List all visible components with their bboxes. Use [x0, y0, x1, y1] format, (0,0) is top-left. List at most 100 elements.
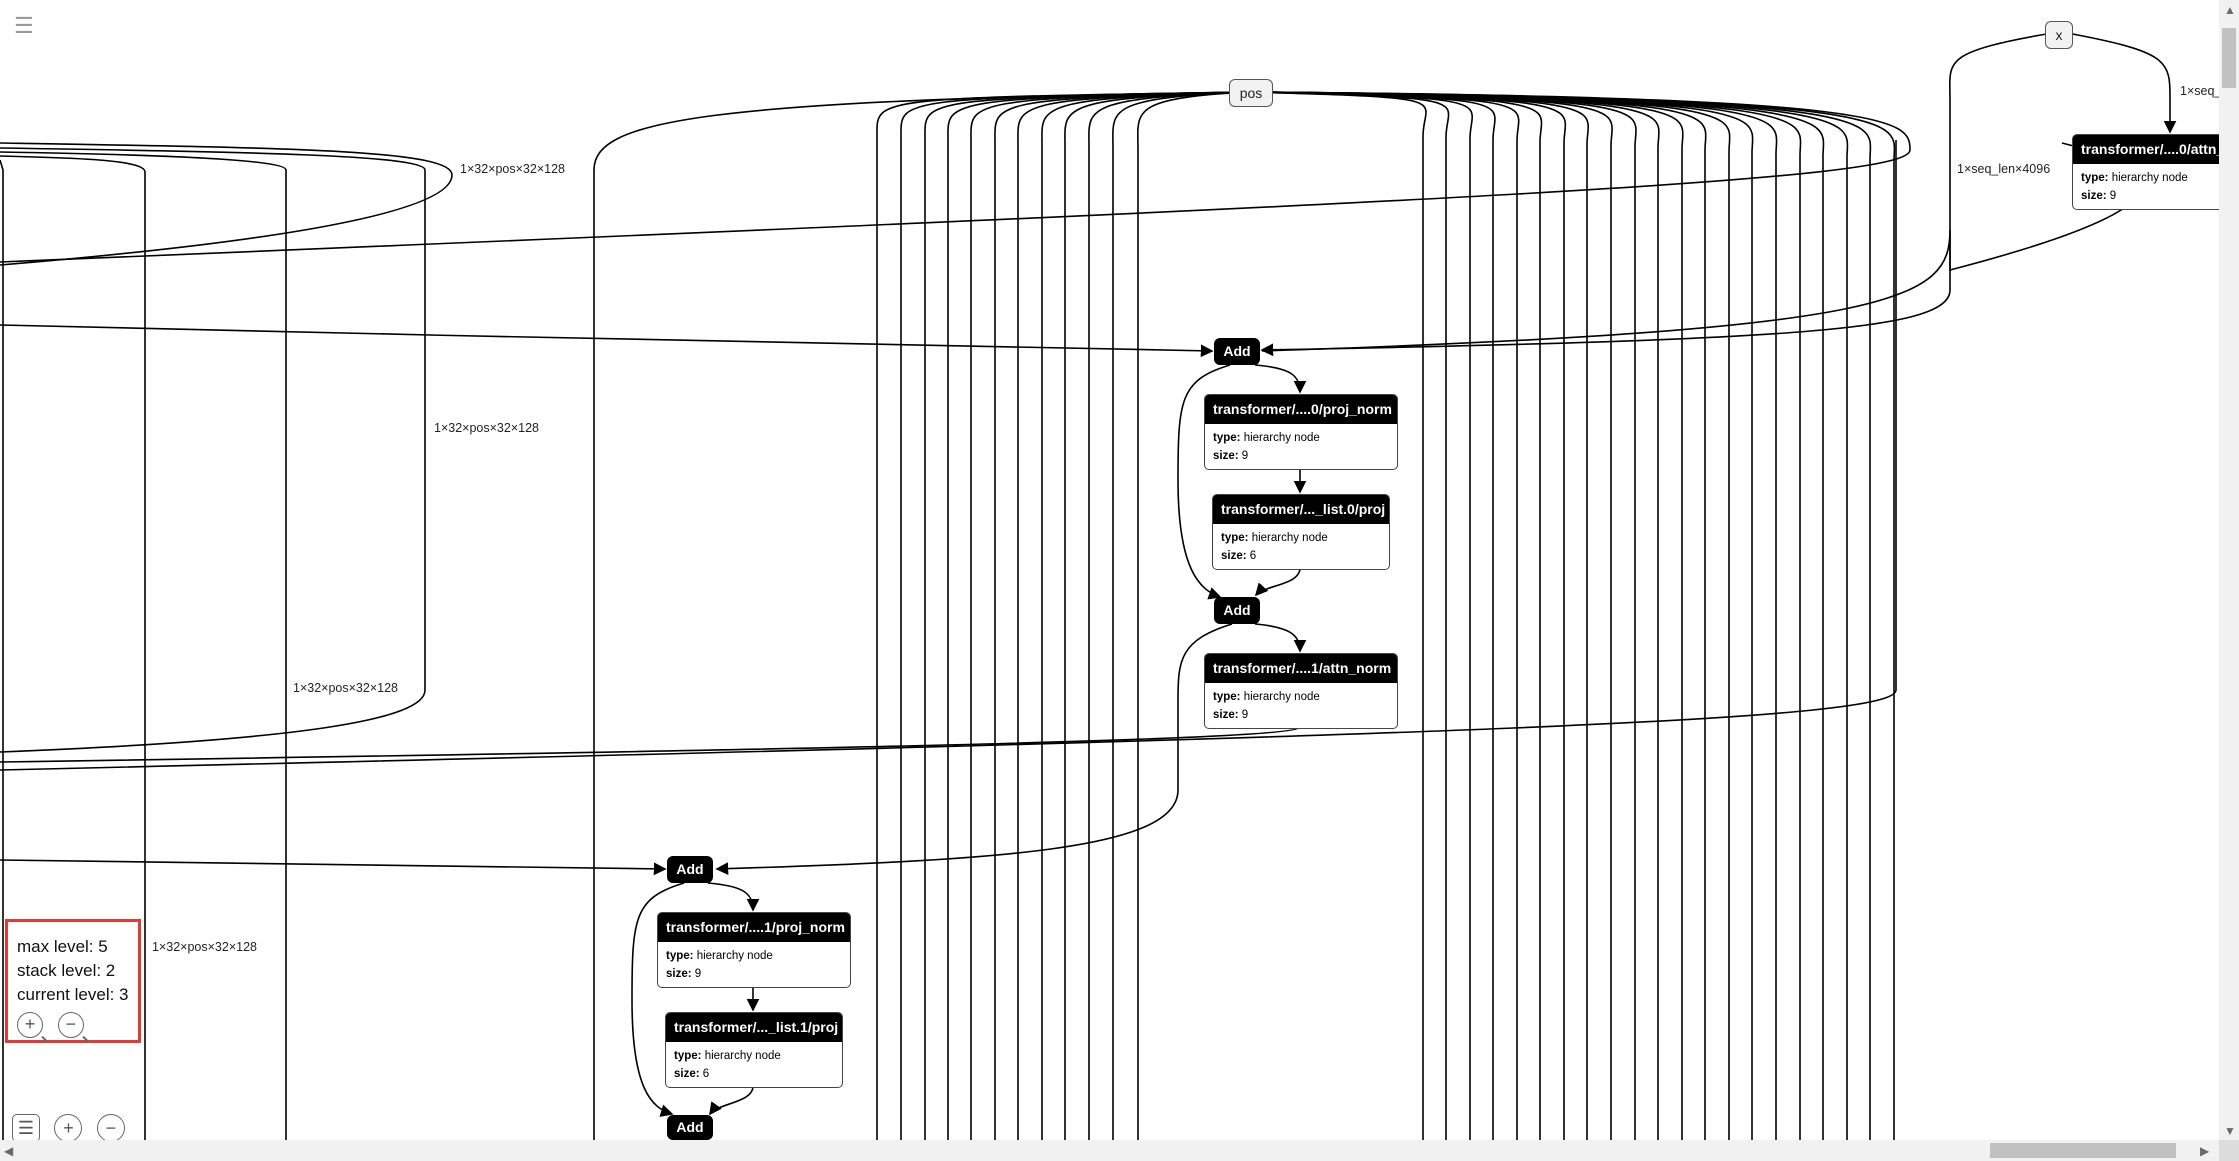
level-expand-zoom-in-icon[interactable]: +: [17, 1012, 43, 1038]
node-title: transformer/....1/proj_norm: [658, 913, 850, 942]
edge-add1-to-projnorm0: [1254, 364, 1307, 394]
hierarchy-node-proj-norm-1[interactable]: transformer/....1/proj_norm type: hierar…: [657, 912, 851, 988]
edge-pos-fanout: [1249, 91, 1496, 1140]
edge-pos-fanout: [1249, 91, 1613, 1140]
horizontal-scrollbar[interactable]: ◀ ▶: [0, 1140, 2219, 1161]
add-op-node-2[interactable]: Add: [1214, 597, 1260, 624]
edge-add3-to-add4: [631, 882, 685, 1117]
edge-left-curve: [0, 142, 453, 266]
edge-left-curve: [0, 159, 4, 1140]
edge-proj0-to-add2: [1254, 567, 1301, 597]
edge-pos-fanout: [1112, 91, 1251, 1140]
size-value: 9: [2109, 190, 2117, 202]
zoom-out-icon[interactable]: −: [96, 1114, 125, 1142]
edge-pos-long: [0, 91, 1911, 263]
add-op-node-3[interactable]: Add: [667, 856, 713, 883]
edge-add3-to-projnorm1: [707, 882, 760, 912]
input-x-label: x: [2055, 27, 2063, 43]
type-label: type:: [674, 1050, 702, 1062]
type-value: hierarchy node: [1251, 532, 1328, 544]
type-label: type:: [1213, 432, 1241, 444]
horizontal-scroll-thumb[interactable]: [1990, 1143, 2176, 1158]
edge-label: 1×seq_: [2180, 84, 2222, 98]
edge-left-curve: [0, 147, 426, 753]
edge-pos-long: [0, 140, 1897, 771]
input-node-pos[interactable]: pos: [1229, 79, 1273, 107]
scroll-down-arrow-icon[interactable]: ▼: [2224, 1124, 2236, 1138]
type-value: hierarchy node: [704, 1050, 781, 1062]
hierarchy-node-attn-norm-1[interactable]: transformer/....1/attn_norm type: hierar…: [1204, 653, 1398, 729]
hamburger-menu-icon[interactable]: ☰: [14, 13, 34, 38]
scroll-right-arrow-icon[interactable]: ▶: [2200, 1144, 2210, 1158]
edge-pos-fanout: [1249, 91, 1567, 1140]
node-title: transformer/..._list.0/proj: [1213, 495, 1389, 524]
hierarchy-node-proj-1[interactable]: transformer/..._list.1/proj type: hierar…: [665, 1012, 843, 1088]
type-value: hierarchy node: [1243, 432, 1320, 444]
list-icon[interactable]: ☰: [12, 1114, 40, 1142]
edge-pos-fanout: [1249, 91, 1427, 1140]
type-value: hierarchy node: [1243, 691, 1320, 703]
stack-level-text: stack level: 2: [17, 961, 116, 980]
edge-into-add-3: [0, 859, 667, 876]
input-node-x[interactable]: x: [2045, 21, 2073, 49]
edge-pos-fanout: [593, 91, 1251, 1140]
edge-pos-fanout: [1137, 91, 1251, 1140]
node-title: transformer/....0/attn_: [2073, 135, 2233, 164]
add-op-node-1[interactable]: Add: [1214, 338, 1260, 365]
size-label: size:: [674, 1068, 700, 1080]
size-label: size:: [1213, 709, 1239, 721]
vertical-scroll-thumb[interactable]: [2222, 28, 2236, 88]
edge-pos-fanout: [1249, 91, 1520, 1140]
size-value: 6: [702, 1068, 710, 1080]
type-label: type:: [666, 950, 694, 962]
edge-x-to-add-1: [1260, 31, 2059, 357]
vertical-scrollbar[interactable]: ▲ ▼: [2219, 0, 2239, 1140]
hierarchy-node-proj-norm-0[interactable]: transformer/....0/proj_norm type: hierar…: [1204, 394, 1398, 470]
edge-pos-fanout: [1249, 91, 1825, 1140]
type-value: hierarchy node: [696, 950, 773, 962]
edge-pos-fanout: [1249, 91, 1543, 1140]
edge-pos-fanout: [970, 91, 1251, 1140]
size-label: size:: [1213, 450, 1239, 462]
level-collapse-zoom-out-icon[interactable]: −: [57, 1012, 84, 1038]
edge-proj1-to-add4: [709, 1085, 754, 1116]
edge-label: 1×32×pos×32×128: [293, 681, 398, 695]
edge-add2-to-attnnorm1: [1254, 623, 1307, 653]
edge-pos-fanout: [876, 91, 1251, 1140]
scroll-up-arrow-icon[interactable]: ▲: [2224, 3, 2236, 17]
size-label: size:: [1221, 550, 1247, 562]
input-pos-label: pos: [1239, 85, 1263, 101]
edge-pos-fanout: [1249, 91, 1896, 1140]
node-title: transformer/..._list.1/proj: [666, 1013, 842, 1042]
edge-pos-fanout: [1249, 91, 1590, 1140]
edge-pos-fanout: [1249, 91, 1660, 1140]
edge-into-add-1: [0, 324, 1214, 358]
add-op-node-4[interactable]: Add: [667, 1115, 713, 1140]
edge-pos-fanout: [924, 91, 1251, 1140]
edge-pos-fanout: [1249, 91, 1707, 1140]
edge-label: 1×seq_len×4096: [1957, 162, 2051, 176]
zoom-in-icon[interactable]: +: [54, 1114, 83, 1142]
size-value: 9: [1241, 709, 1249, 721]
edge-label: 1×32×pos×32×128: [434, 421, 539, 435]
size-value: 6: [1249, 550, 1257, 562]
node-title: transformer/....1/attn_norm: [1205, 654, 1397, 683]
hierarchy-node-proj-0[interactable]: transformer/..._list.0/proj type: hierar…: [1212, 494, 1390, 570]
type-label: type:: [1213, 691, 1241, 703]
edge-pos-fanout: [994, 91, 1251, 1140]
current-level-text: current level: 3: [17, 985, 129, 1004]
edge-pos-fanout: [1249, 91, 1450, 1140]
edge-pos-fanout: [1249, 91, 1754, 1140]
size-value: 9: [1241, 450, 1249, 462]
size-value: 9: [694, 968, 702, 980]
scroll-left-arrow-icon[interactable]: ◀: [4, 1144, 14, 1158]
edge-layer: [0, 31, 2177, 1140]
size-label: size:: [666, 968, 692, 980]
type-label: type:: [1221, 532, 1249, 544]
edge-pos-fanout: [1249, 91, 1684, 1140]
edge-pos-fanout: [1249, 91, 1849, 1140]
hierarchy-node-attn-norm-0[interactable]: transformer/....0/attn_ type: hierarchy …: [2072, 134, 2234, 210]
type-value: hierarchy node: [2111, 172, 2188, 184]
type-label: type:: [2081, 172, 2109, 184]
